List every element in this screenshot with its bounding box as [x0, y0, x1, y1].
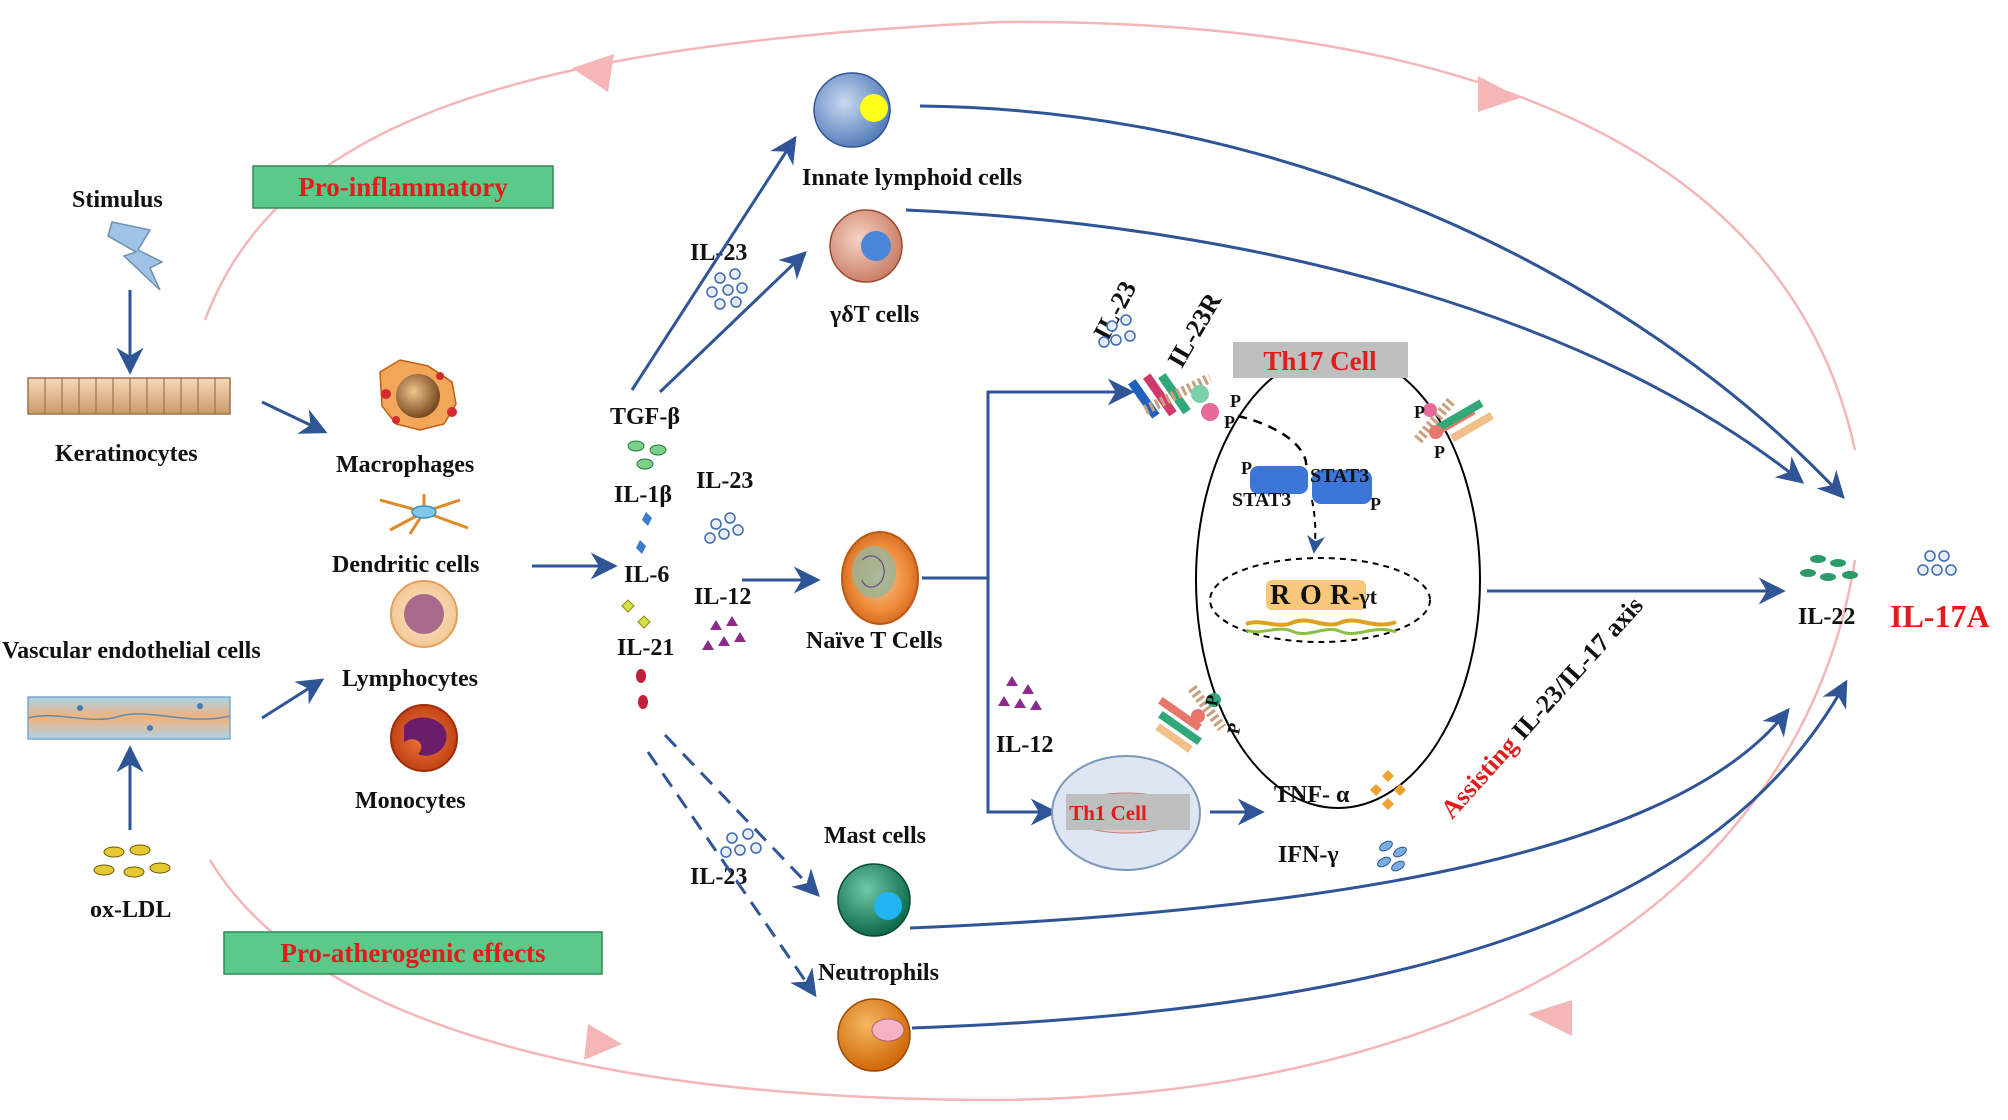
il22-particles [1800, 555, 1858, 581]
il23-top-particles [706, 268, 748, 310]
dendritic-cell-icon [379, 494, 469, 535]
ifn-label: IFN-γ [1278, 842, 1339, 868]
svg-text:R: R [1270, 580, 1291, 611]
il23-bottom-label: IL-23 [690, 864, 747, 890]
bottom-receptor-icon [1155, 685, 1226, 753]
il1b-label: IL-1β [614, 482, 672, 508]
mast-cells-label: Mast cells [824, 823, 926, 849]
stat3-label: STAT3 [1232, 489, 1291, 511]
il12-mid-label: IL-12 [694, 584, 751, 610]
svg-text:Pro-inflammatory: Pro-inflammatory [298, 172, 508, 202]
dendritic-cells-label: Dendritic cells [332, 552, 479, 578]
monocyte-icon [390, 704, 458, 772]
svg-text:-γt: -γt [1352, 584, 1378, 609]
tnf-label: TNF- α [1274, 782, 1350, 808]
ox-ldl-particles [93, 844, 171, 878]
vascular-endothelial-label: Vascular endothelial cells [2, 638, 261, 664]
il23r-receptor-icon [1128, 373, 1219, 421]
svg-text:O: O [1300, 580, 1322, 611]
il1b-particles [636, 512, 652, 554]
stat3-dimer-icon [1250, 466, 1372, 504]
svg-text:Th17 Cell: Th17 Cell [1263, 346, 1377, 376]
vascular-endothelial-layer [27, 696, 231, 740]
p-label: P [1370, 494, 1381, 514]
p-label: P [1223, 721, 1245, 735]
lymphocytes-label: Lymphocytes [342, 666, 478, 692]
pro-inflammatory-box: Pro-inflammatory [252, 165, 554, 209]
il6-particles [621, 599, 651, 629]
il21-particles [636, 669, 648, 709]
il17a-label: IL-17A [1890, 598, 1990, 634]
right-receptor-icon [1414, 396, 1494, 444]
gd-t-cell-icon [829, 209, 903, 283]
il12-right-label: IL-12 [996, 732, 1053, 758]
keratinocytes-label: Keratinocytes [55, 441, 198, 467]
il6-label: IL-6 [624, 562, 669, 588]
svg-text:Th1 Cell: Th1 Cell [1069, 801, 1147, 825]
monocytes-label: Monocytes [355, 788, 466, 814]
macrophages-label: Macrophages [336, 452, 474, 478]
stat3-label: STAT3 [1310, 465, 1369, 487]
il23r-label: IL-23R [1162, 288, 1228, 373]
il23-top-label: IL-23 [690, 240, 747, 266]
p-label: P [1201, 693, 1223, 707]
tgf-beta-particles [627, 440, 667, 470]
tgf-beta-label: TGF-β [610, 404, 680, 430]
ror-gt-gene: R O R -γt [1245, 580, 1397, 635]
il23-mid-label: IL-23 [696, 468, 753, 494]
ifn-particles [1377, 840, 1407, 872]
p-label: P [1230, 391, 1241, 411]
gd-t-cells-label: γδT cells [829, 302, 919, 328]
il22-label: IL-22 [1798, 604, 1855, 630]
il17a-particles [1917, 550, 1957, 576]
innate-lymphoid-cell-icon [813, 72, 891, 148]
mast-cell-icon [837, 863, 911, 937]
th17-cell-label: Th17 Cell [1233, 342, 1408, 378]
svg-text:Pro-atherogenic effects: Pro-atherogenic effects [280, 938, 545, 968]
il21-label: IL-21 [617, 635, 674, 661]
naive-t-cell-icon [841, 531, 919, 625]
pro-atherogenic-box: Pro-atherogenic effects [223, 931, 603, 975]
lightning-icon [107, 221, 164, 291]
cycle-arrowheads [572, 54, 1572, 1060]
il23-mid-particles [704, 512, 744, 544]
il12-mid-particles [702, 616, 746, 650]
stimulus-label: Stimulus [72, 187, 163, 213]
svg-text:R: R [1330, 580, 1351, 611]
ox-ldl-label: ox-LDL [90, 897, 171, 923]
neutrophils-label: Neutrophils [818, 960, 939, 986]
lymphocyte-icon [390, 580, 458, 648]
il23-bottom-particles [720, 828, 762, 858]
p-label: P [1414, 402, 1425, 422]
p-label: P [1241, 458, 1252, 478]
p-label: P [1434, 442, 1445, 462]
macrophage-icon [379, 359, 457, 431]
th1-cell-icon: Th1 Cell [1051, 755, 1201, 871]
tnf-particles [1370, 770, 1406, 810]
il12-right-particles [998, 676, 1042, 710]
il23-ligand-particles [1098, 314, 1136, 348]
neutrophil-icon [837, 998, 911, 1072]
outer-cycle [203, 20, 1857, 1102]
naive-t-label: Naïve T Cells [806, 628, 942, 654]
keratinocytes-layer [27, 377, 231, 415]
p-label: P [1224, 412, 1235, 432]
innate-lymphoid-label: Innate lymphoid cells [802, 165, 1022, 191]
